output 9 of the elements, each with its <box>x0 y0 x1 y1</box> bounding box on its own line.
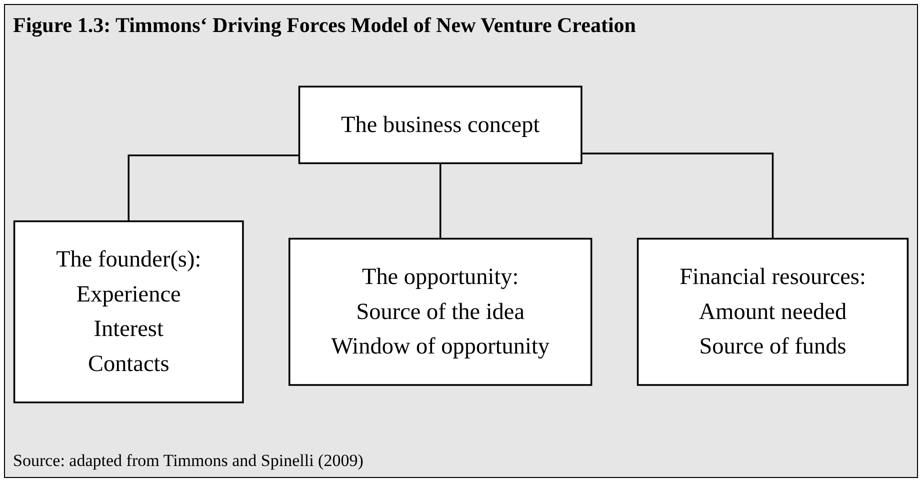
node-box: The business concept <box>298 86 582 164</box>
connector <box>440 162 442 239</box>
source-caption: Source: adapted from Timmons and Spinelli (2009) <box>12 451 364 472</box>
figure-title: Figure 1.3: Timmons‘ Driving Forces Model of New Venture Creation <box>12 12 637 38</box>
connector <box>581 152 774 239</box>
node-box: Financial resources: Amount needed Source of funds <box>636 238 909 386</box>
node-box: The founder(s): Experience Interest Contacts <box>13 220 244 404</box>
node-box: The opportunity: Source of the idea Window of opportunity <box>288 238 592 386</box>
connector <box>128 154 300 222</box>
